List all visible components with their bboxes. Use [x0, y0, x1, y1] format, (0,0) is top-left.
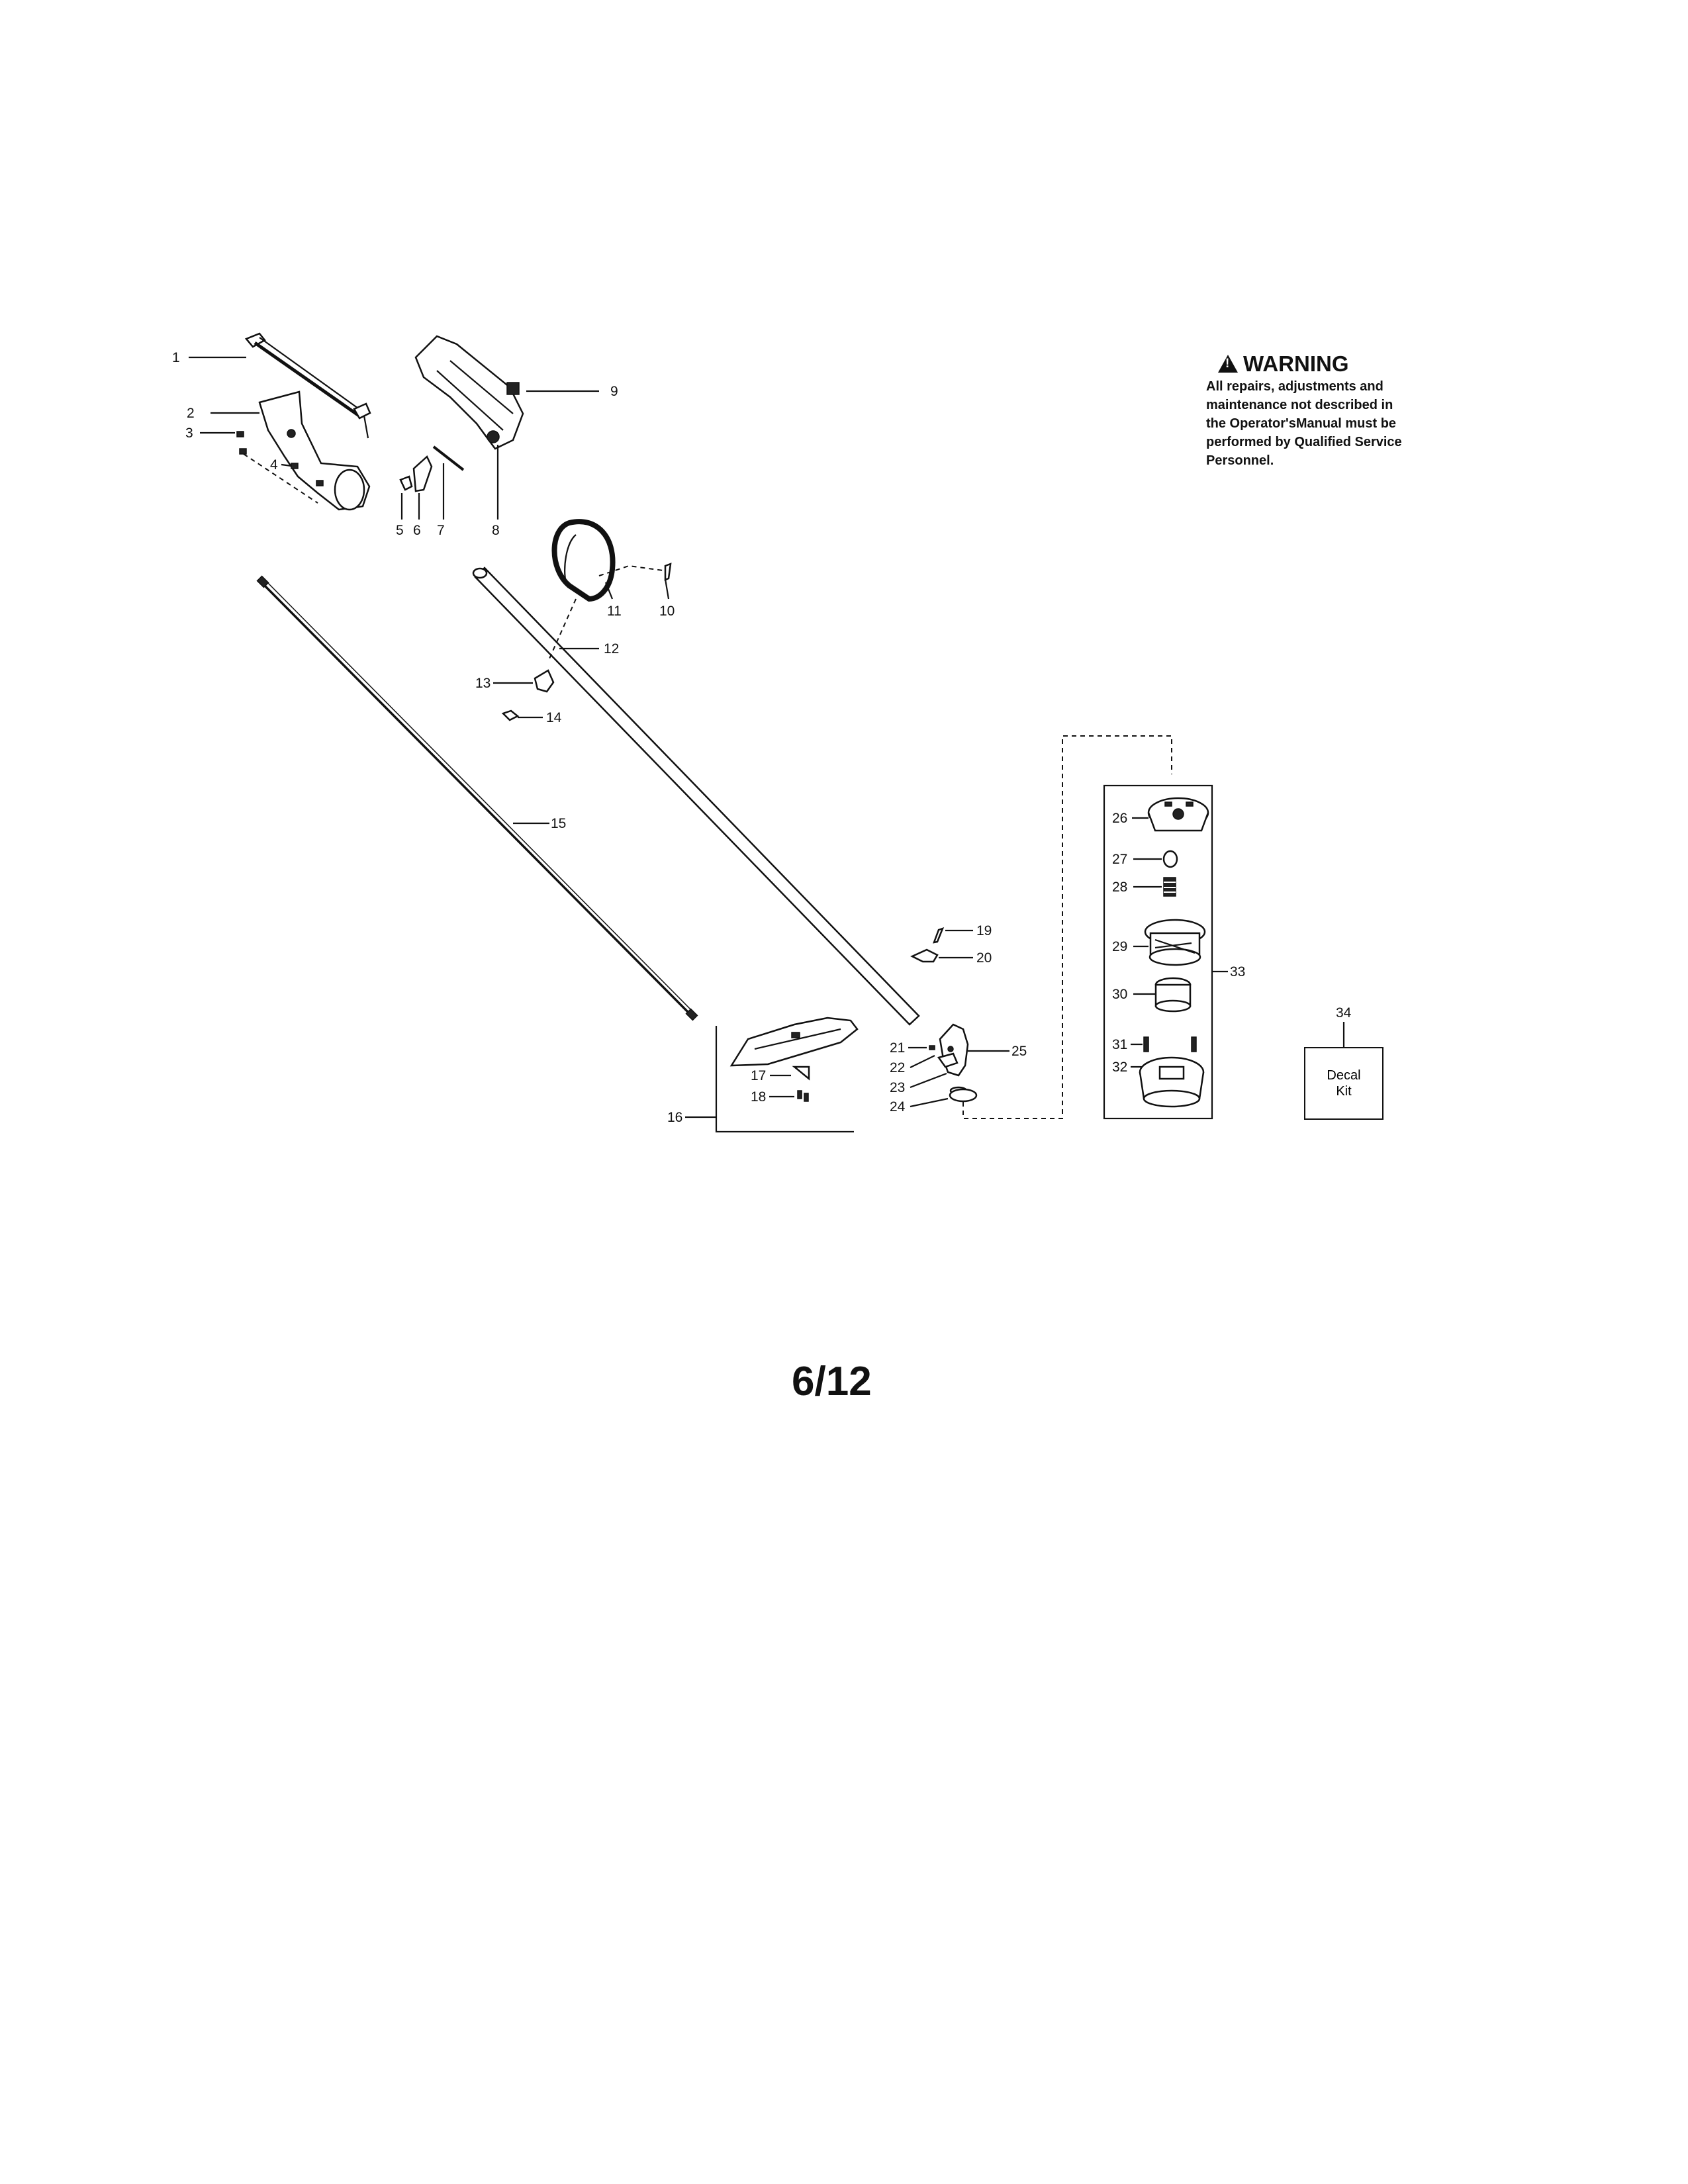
- leader-23: [910, 1072, 947, 1089]
- callout-11: 11: [607, 604, 622, 619]
- callout-23: 23: [890, 1080, 905, 1095]
- handle-half-part: [414, 335, 524, 450]
- warning-text: All repairs, adjustments and maintenance…: [1206, 377, 1471, 470]
- callout-15: 15: [551, 816, 566, 831]
- trigger-part: [399, 445, 465, 492]
- warning-line: Personnel.: [1206, 453, 1274, 468]
- warning-line: the Operator'sManual must be: [1206, 416, 1397, 431]
- connector-dash: [962, 735, 1172, 1119]
- callout-24: 24: [890, 1099, 906, 1115]
- callout-1: 1: [172, 350, 180, 365]
- callout-25: 25: [1011, 1044, 1027, 1059]
- warning-triangle-icon: [1218, 355, 1238, 373]
- callout-34: 34: [1336, 1005, 1352, 1021]
- bracket-16: [715, 1026, 854, 1133]
- callout-3: 3: [185, 426, 193, 441]
- spring-part: [1163, 877, 1176, 897]
- callout-5: 5: [396, 523, 404, 538]
- leader-11-dash: [598, 565, 664, 576]
- warning-line: maintenance not described in: [1206, 398, 1393, 412]
- leader-4: [243, 453, 318, 504]
- knob-screw-part: [501, 709, 520, 721]
- callout-21: 21: [890, 1040, 905, 1056]
- drive-tube-part: [472, 567, 920, 1026]
- callout-8: 8: [492, 523, 500, 538]
- clamp-part: [534, 669, 555, 693]
- pin-part: [933, 927, 945, 944]
- spool-part: [1144, 919, 1206, 966]
- spool-housing-part: [1147, 797, 1209, 832]
- callout-14: 14: [546, 710, 562, 725]
- decal-kit-line: Kit: [1336, 1084, 1352, 1099]
- leader-24: [910, 1097, 949, 1108]
- warning-line: All repairs, adjustments and: [1206, 379, 1383, 394]
- warning-title: WARNING: [1243, 351, 1349, 376]
- callout-7: 7: [437, 523, 445, 538]
- callout-29: 29: [1112, 939, 1127, 954]
- gearbox-screw-part: [929, 1045, 935, 1050]
- leader-11: [604, 582, 614, 600]
- warning-heading: WARNING: [1206, 352, 1471, 376]
- head-cover-part: [1139, 1056, 1205, 1108]
- shield-screw-part: [797, 1090, 809, 1102]
- callout-13: 13: [475, 676, 491, 691]
- callout-26: 26: [1112, 811, 1127, 826]
- decal-kit-line: Decal: [1327, 1068, 1361, 1083]
- callout-32: 32: [1112, 1060, 1127, 1075]
- leader-10: [664, 578, 670, 600]
- page-number: 6/12: [792, 1359, 872, 1404]
- callout-19: 19: [976, 923, 992, 938]
- bracket-part: [910, 948, 939, 963]
- callout-20: 20: [976, 950, 992, 966]
- leader-4b: [281, 463, 292, 467]
- callout-6: 6: [413, 523, 421, 538]
- callout-22: 22: [890, 1060, 905, 1075]
- callout-12: 12: [604, 641, 619, 657]
- decal-kit-box: Decal Kit: [1304, 1047, 1383, 1120]
- callout-27: 27: [1112, 852, 1127, 867]
- bolt-part: [664, 563, 672, 581]
- blade-part: [792, 1066, 810, 1081]
- washer-part: [949, 1088, 978, 1103]
- leader-22: [910, 1055, 935, 1068]
- callout-labels: 1 2 3 4 5 6 7 8 9 10 11 12 13 14 15 16 1…: [172, 350, 1352, 1125]
- nut-part: [506, 382, 520, 395]
- callout-4: 4: [270, 457, 278, 473]
- throttle-cable-part: [244, 332, 371, 439]
- callout-18: 18: [751, 1089, 766, 1105]
- leader-12-dash: [549, 598, 577, 659]
- screw-part: [236, 431, 324, 486]
- callout-28: 28: [1112, 880, 1127, 895]
- assembly-box: [1103, 784, 1213, 1120]
- eyelet-part: [1162, 850, 1178, 868]
- callout-9: 9: [610, 384, 618, 399]
- shield-assembly-part: [729, 1017, 859, 1067]
- loop-handle-part: [551, 519, 616, 602]
- callout-30: 30: [1112, 987, 1127, 1002]
- warning-line: performed by Qualified Service: [1206, 435, 1402, 449]
- callout-33: 33: [1230, 964, 1245, 979]
- warning-notice: WARNING All repairs, adjustments and mai…: [1206, 352, 1471, 470]
- callout-2: 2: [187, 406, 195, 421]
- callout-16: 16: [667, 1110, 682, 1125]
- callout-10: 10: [659, 604, 675, 619]
- callout-17: 17: [751, 1068, 766, 1083]
- callout-31: 31: [1112, 1037, 1127, 1052]
- bump-knob-part: [1154, 977, 1192, 1013]
- head-screw-part: [1143, 1036, 1197, 1052]
- gearbox-part: [937, 1023, 969, 1095]
- drive-shaft-part: [256, 575, 698, 1021]
- handle-housing-part: [258, 390, 371, 511]
